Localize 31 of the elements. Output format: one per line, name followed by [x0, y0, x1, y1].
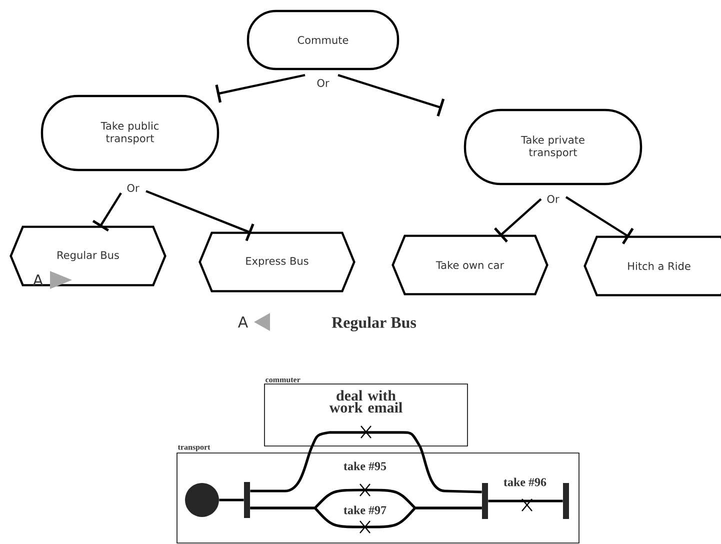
connector [494, 198, 542, 242]
or-label: Or [316, 78, 330, 88]
swimlane: commuter deal with work email [264, 378, 468, 446]
or-label: Or [546, 194, 560, 204]
off-page-connector: A [238, 313, 270, 331]
node-label: transport [178, 445, 210, 452]
start-dot [185, 483, 219, 517]
off-page-connector: A [33, 271, 72, 289]
task-hexagon: Hitch a Ride [584, 236, 721, 296]
connector [565, 196, 634, 244]
edge-label: take #97 [343, 505, 387, 515]
sync-bar [482, 483, 488, 519]
connector [250, 506, 482, 534]
goal-box: Commute [246, 10, 400, 70]
edge-label: take #96 [503, 477, 547, 487]
diagram-title: Regular Bus [332, 316, 416, 332]
sync-bar [244, 482, 250, 518]
goal-box: Take private transport [464, 108, 642, 186]
node-label: commuter [266, 378, 300, 382]
edge-label: take #95 [343, 461, 387, 471]
activity-path [310, 425, 422, 448]
task-hexagon: Take own car [392, 234, 548, 296]
goal-box: Take public transport [40, 94, 220, 172]
connector [215, 74, 306, 103]
connector [219, 498, 244, 502]
task-hexagon: Express Bus [198, 232, 356, 292]
connector [488, 498, 563, 512]
or-label: Or [126, 183, 140, 193]
connector [250, 446, 314, 492]
sync-bar [563, 483, 569, 519]
connector [418, 446, 482, 494]
